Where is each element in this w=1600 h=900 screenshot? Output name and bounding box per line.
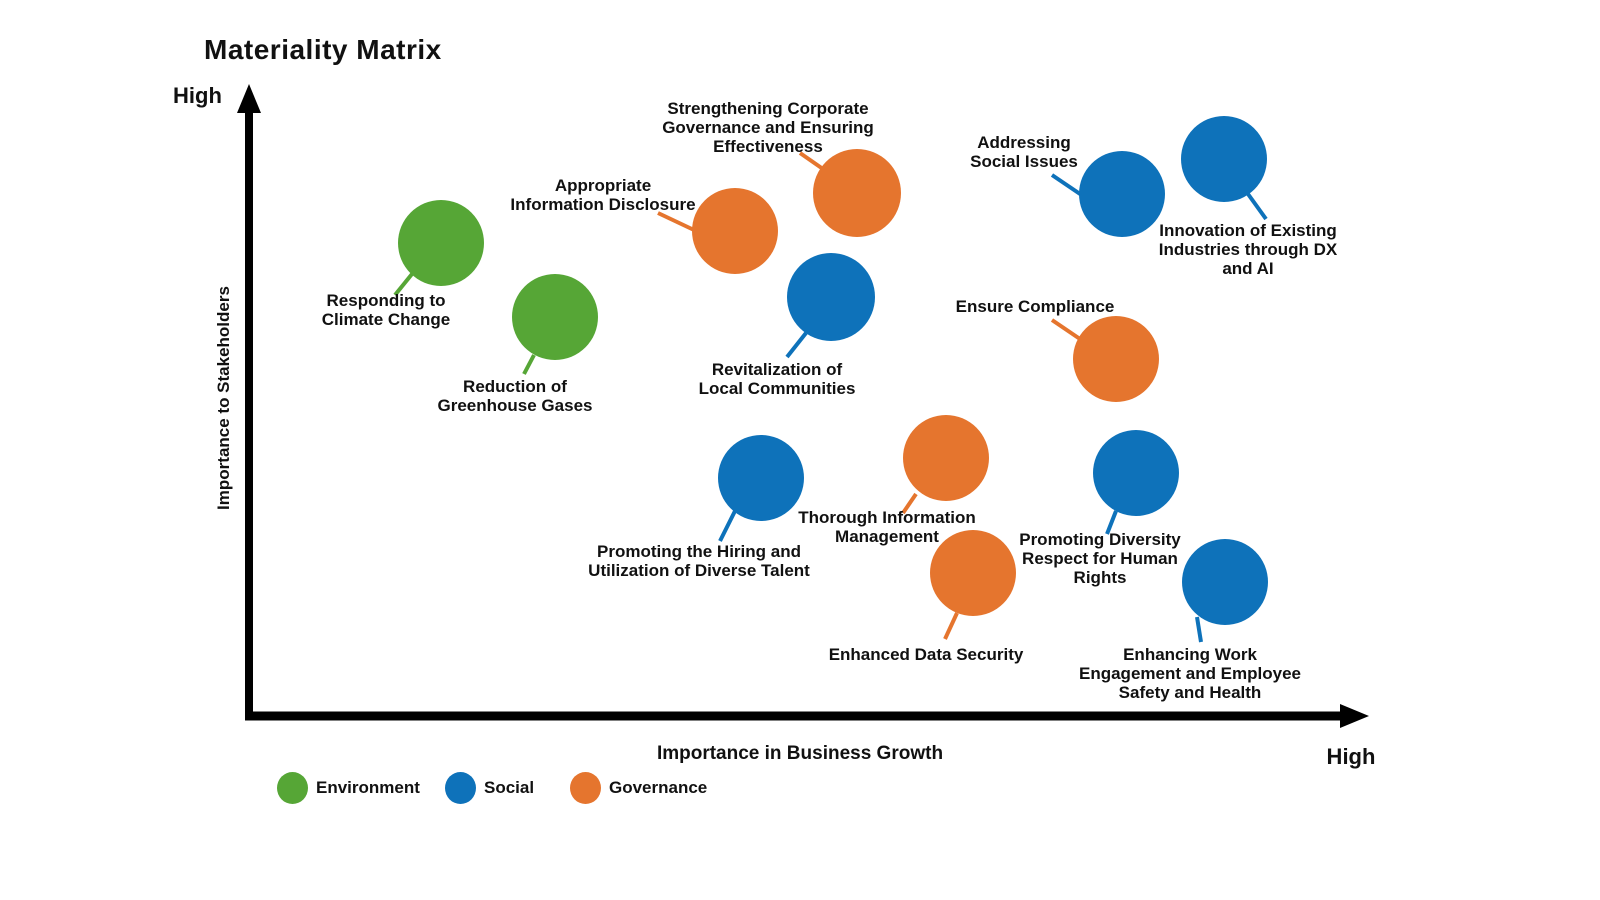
bubble	[787, 253, 875, 341]
leader-line	[798, 151, 825, 171]
legend-label-governance: Governance	[609, 778, 708, 797]
bubble	[1182, 539, 1268, 625]
leader-line	[657, 211, 695, 232]
chart-title: Materiality Matrix	[204, 34, 442, 65]
leader-line	[1050, 318, 1082, 341]
legend-item-environment: Environment	[277, 772, 420, 804]
bubble	[1181, 116, 1267, 202]
leader-line	[522, 354, 536, 375]
leader-line	[901, 492, 918, 515]
legend-item-governance: Governance	[570, 772, 707, 804]
leader-line	[1105, 510, 1118, 535]
bubble-layer	[393, 116, 1268, 643]
x-axis-title: Importance in Business Growth	[656, 743, 944, 764]
leader-line	[1050, 173, 1085, 198]
legend-label-social: Social	[484, 778, 535, 797]
x-axis-arrow-icon	[1340, 704, 1369, 728]
bubble	[903, 415, 989, 501]
bubble	[718, 435, 804, 521]
leader-line	[1195, 616, 1203, 643]
leader-line	[943, 612, 959, 640]
bubble	[813, 149, 901, 237]
leader-line	[718, 510, 737, 542]
bubble	[1079, 151, 1165, 237]
social-dot-icon	[445, 772, 476, 804]
governance-dot-icon	[570, 772, 601, 804]
legend-item-social: Social	[445, 772, 534, 804]
legend-label-environment: Environment	[316, 778, 420, 797]
leader-line	[393, 272, 414, 297]
bubble	[692, 188, 778, 274]
bubble	[512, 274, 598, 360]
leader-line	[1246, 192, 1268, 221]
bubble	[1093, 430, 1179, 516]
x-axis-high-label: High	[1326, 744, 1376, 769]
y-axis-arrow-icon	[237, 84, 261, 113]
bubble	[930, 530, 1016, 616]
environment-dot-icon	[277, 772, 308, 804]
bubble	[398, 200, 484, 286]
y-axis-high-label: High	[173, 83, 222, 108]
bubble	[1073, 316, 1159, 402]
leader-line	[785, 331, 808, 359]
